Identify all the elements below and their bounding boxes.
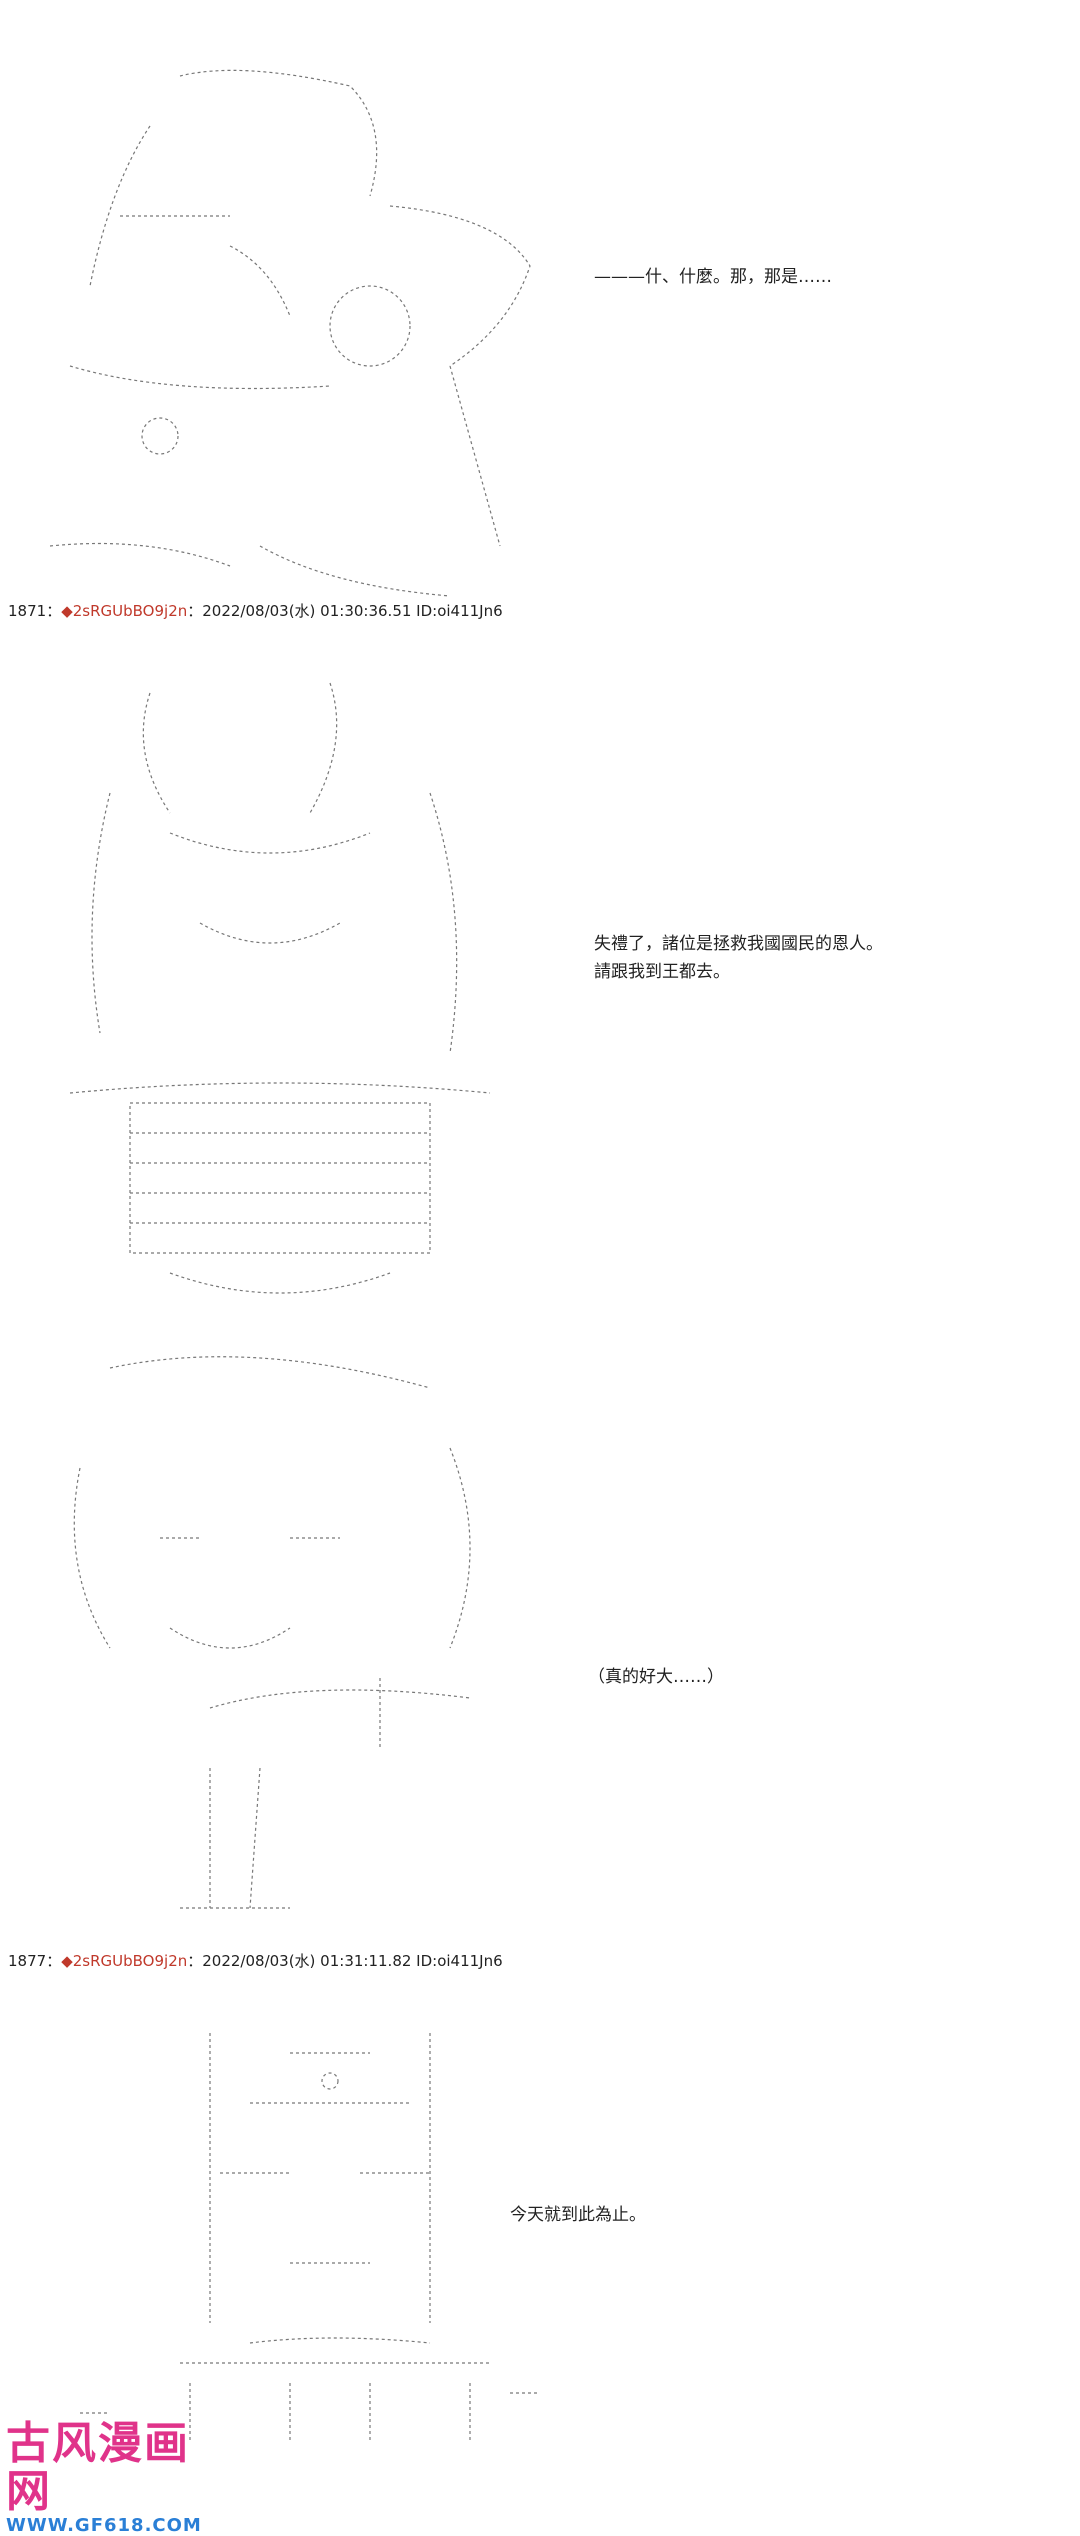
post-date: ：2022/08/03(水) 01:30:36.51 ID:oi411Jn6 xyxy=(187,602,503,620)
watermark-url: WWW.GF618.COM xyxy=(6,2515,202,2536)
dialog-2-line-2: 請跟我到王都去。 xyxy=(594,962,730,982)
panel-3: （真的好大……） xyxy=(0,1300,1080,1920)
dialog-4: 今天就到此為止。 xyxy=(510,2205,646,2225)
diamond-icon: ◆ xyxy=(61,1952,73,1970)
ascii-art-4-drawing xyxy=(80,2033,540,2443)
watermark-title: 古风漫画网 xyxy=(6,2418,190,2517)
trip-code[interactable]: 2sRGUbBO9j2n xyxy=(72,602,188,620)
dialog-1: ———什、什麼。那，那是…… xyxy=(594,267,832,287)
ascii-art-2 xyxy=(50,635,510,1351)
dialog-2-line-1: 失禮了，諸位是拯救我國國民的恩人。 xyxy=(594,934,883,954)
ascii-art-1-drawing xyxy=(49,69,531,597)
post-separator: ： xyxy=(46,602,62,620)
trip-code[interactable]: 2sRGUbBO9j2n xyxy=(72,1952,188,1970)
post-number: 1871 xyxy=(8,602,47,620)
ascii-art-3-drawing xyxy=(73,1356,471,1909)
dialog-3: （真的好大……） xyxy=(588,1667,724,1687)
ascii-art-2-drawing xyxy=(69,682,491,1294)
ascii-art-1 xyxy=(30,28,550,644)
panel-2: 失禮了，諸位是拯救我國國民的恩人。 請跟我到王都去。 xyxy=(0,625,1080,1294)
post-header-1877: 1877：◆2sRGUbBO9j2n：2022/08/03(水) 01:31:1… xyxy=(8,1950,503,1971)
post-date: ：2022/08/03(水) 01:31:11.82 ID:oi411Jn6 xyxy=(187,1952,503,1970)
panel-4: 今天就到此為止。 xyxy=(0,1975,1080,2443)
post-header-1871: 1871：◆2sRGUbBO9j2n：2022/08/03(水) 01:30:3… xyxy=(8,600,503,621)
post-separator: ： xyxy=(46,1952,62,1970)
panel-1: ———什、什麼。那，那是…… xyxy=(0,0,1080,600)
post-number: 1877 xyxy=(8,1952,47,1970)
ascii-art-4 xyxy=(70,1985,570,2481)
diamond-icon: ◆ xyxy=(61,602,73,620)
ascii-art-3 xyxy=(50,1310,490,1986)
site-watermark: 古风漫画网 WWW.GF618.COM xyxy=(6,2420,226,2536)
